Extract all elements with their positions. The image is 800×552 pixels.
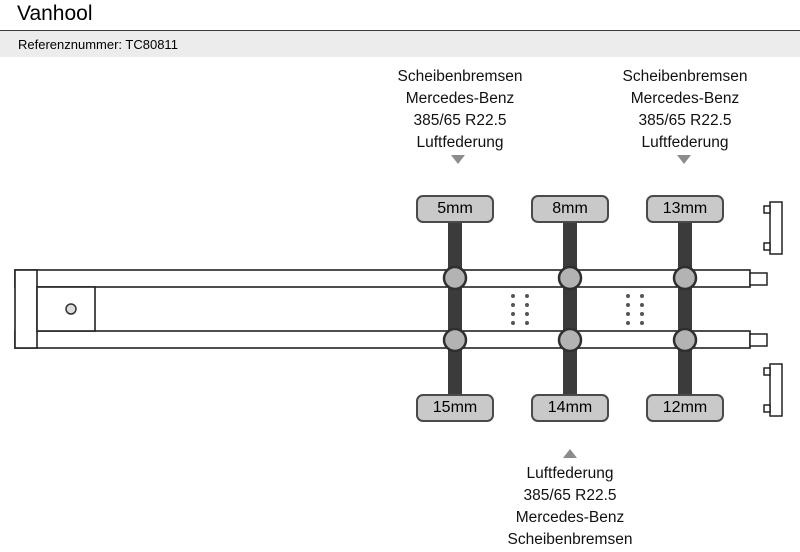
annotation-line: Scheibenbremsen xyxy=(507,531,633,548)
annotation-line: Mercedes-Benz xyxy=(405,90,515,107)
axle-annotation-front: Scheibenbremsen Mercedes-Benz 385/65 R22… xyxy=(340,66,580,154)
measurement-box-axle2-top: 8mm xyxy=(531,195,609,223)
annotation-line: Luftfederung xyxy=(416,134,504,151)
arrow-down-icon xyxy=(677,155,691,164)
crossmember-rivets xyxy=(511,294,644,325)
axle-annotation-bottom: Luftfederung 385/65 R22.5 Mercedes-Benz … xyxy=(430,463,710,551)
measurement-box-axle1-top: 5mm xyxy=(416,195,494,223)
axle-bars xyxy=(448,222,692,395)
measurement-box-axle2-bottom: 14mm xyxy=(531,394,609,422)
annotation-line: 385/65 R22.5 xyxy=(638,112,732,129)
reference-bar: Referenznummer: TC80811 xyxy=(0,31,800,57)
page-title: Vanhool xyxy=(17,2,93,25)
chassis-frame xyxy=(14,269,751,349)
kingpin xyxy=(65,303,77,315)
annotation-line: Mercedes-Benz xyxy=(515,509,625,526)
measurement-box-axle3-bottom: 12mm xyxy=(646,394,724,422)
measurement-box-axle3-top: 13mm xyxy=(646,195,724,223)
annotation-line: Scheibenbremsen xyxy=(397,68,523,85)
annotation-line: 385/65 R22.5 xyxy=(413,112,507,129)
annotation-line: Scheibenbremsen xyxy=(622,68,748,85)
annotation-line: Luftfederung xyxy=(526,465,614,482)
wheels xyxy=(442,265,698,353)
annotation-line: Luftfederung xyxy=(641,134,729,151)
header-divider xyxy=(0,30,800,31)
arrow-up-icon xyxy=(563,449,577,458)
reference-number: Referenznummer: TC80811 xyxy=(18,36,178,52)
rear-end-detail xyxy=(749,201,783,417)
annotation-line: 385/65 R22.5 xyxy=(523,487,617,504)
arrow-down-icon xyxy=(451,155,465,164)
annotation-line: Mercedes-Benz xyxy=(630,90,740,107)
measurement-box-axle1-bottom: 15mm xyxy=(416,394,494,422)
axle-annotation-rear: Scheibenbremsen Mercedes-Benz 385/65 R22… xyxy=(565,66,800,154)
